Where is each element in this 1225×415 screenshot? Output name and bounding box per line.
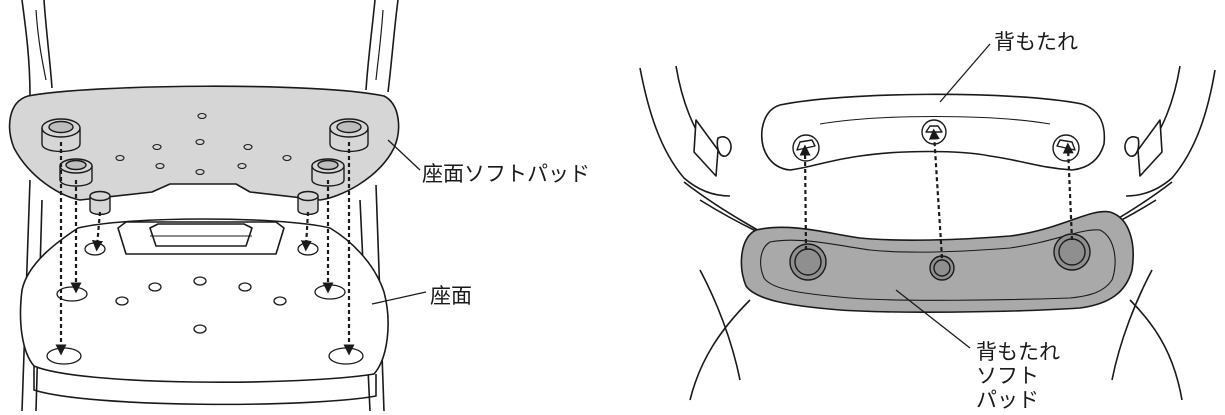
seat-soft-pad [8,85,400,216]
label-backrest-soft-pad-line2: ソフト [976,364,1039,388]
label-seat-soft-pad: 座面ソフトパッド [422,162,590,186]
seat-arrows [55,142,355,356]
label-seat: 座面 [430,284,472,308]
seat-pad-leader [387,139,421,171]
backrest-leader [939,43,991,103]
backrest-arrows [799,128,1074,259]
backrest-soft-pad [740,210,1134,313]
backrest-pad-pegs [789,233,1091,281]
seat-base [19,218,389,383]
backrest-illustration [639,43,1216,401]
label-backrest-soft-pad-line3: パッド [976,388,1039,412]
seat-leader [371,291,427,305]
label-backrest: 背もたれ [994,30,1078,54]
seat-illustration [8,0,427,412]
backrest-pad-leader [895,289,971,349]
seat-handle [117,221,285,255]
seat-pad-pegs [41,118,369,216]
label-backrest-soft-pad-line1: 背もたれ [976,340,1060,364]
